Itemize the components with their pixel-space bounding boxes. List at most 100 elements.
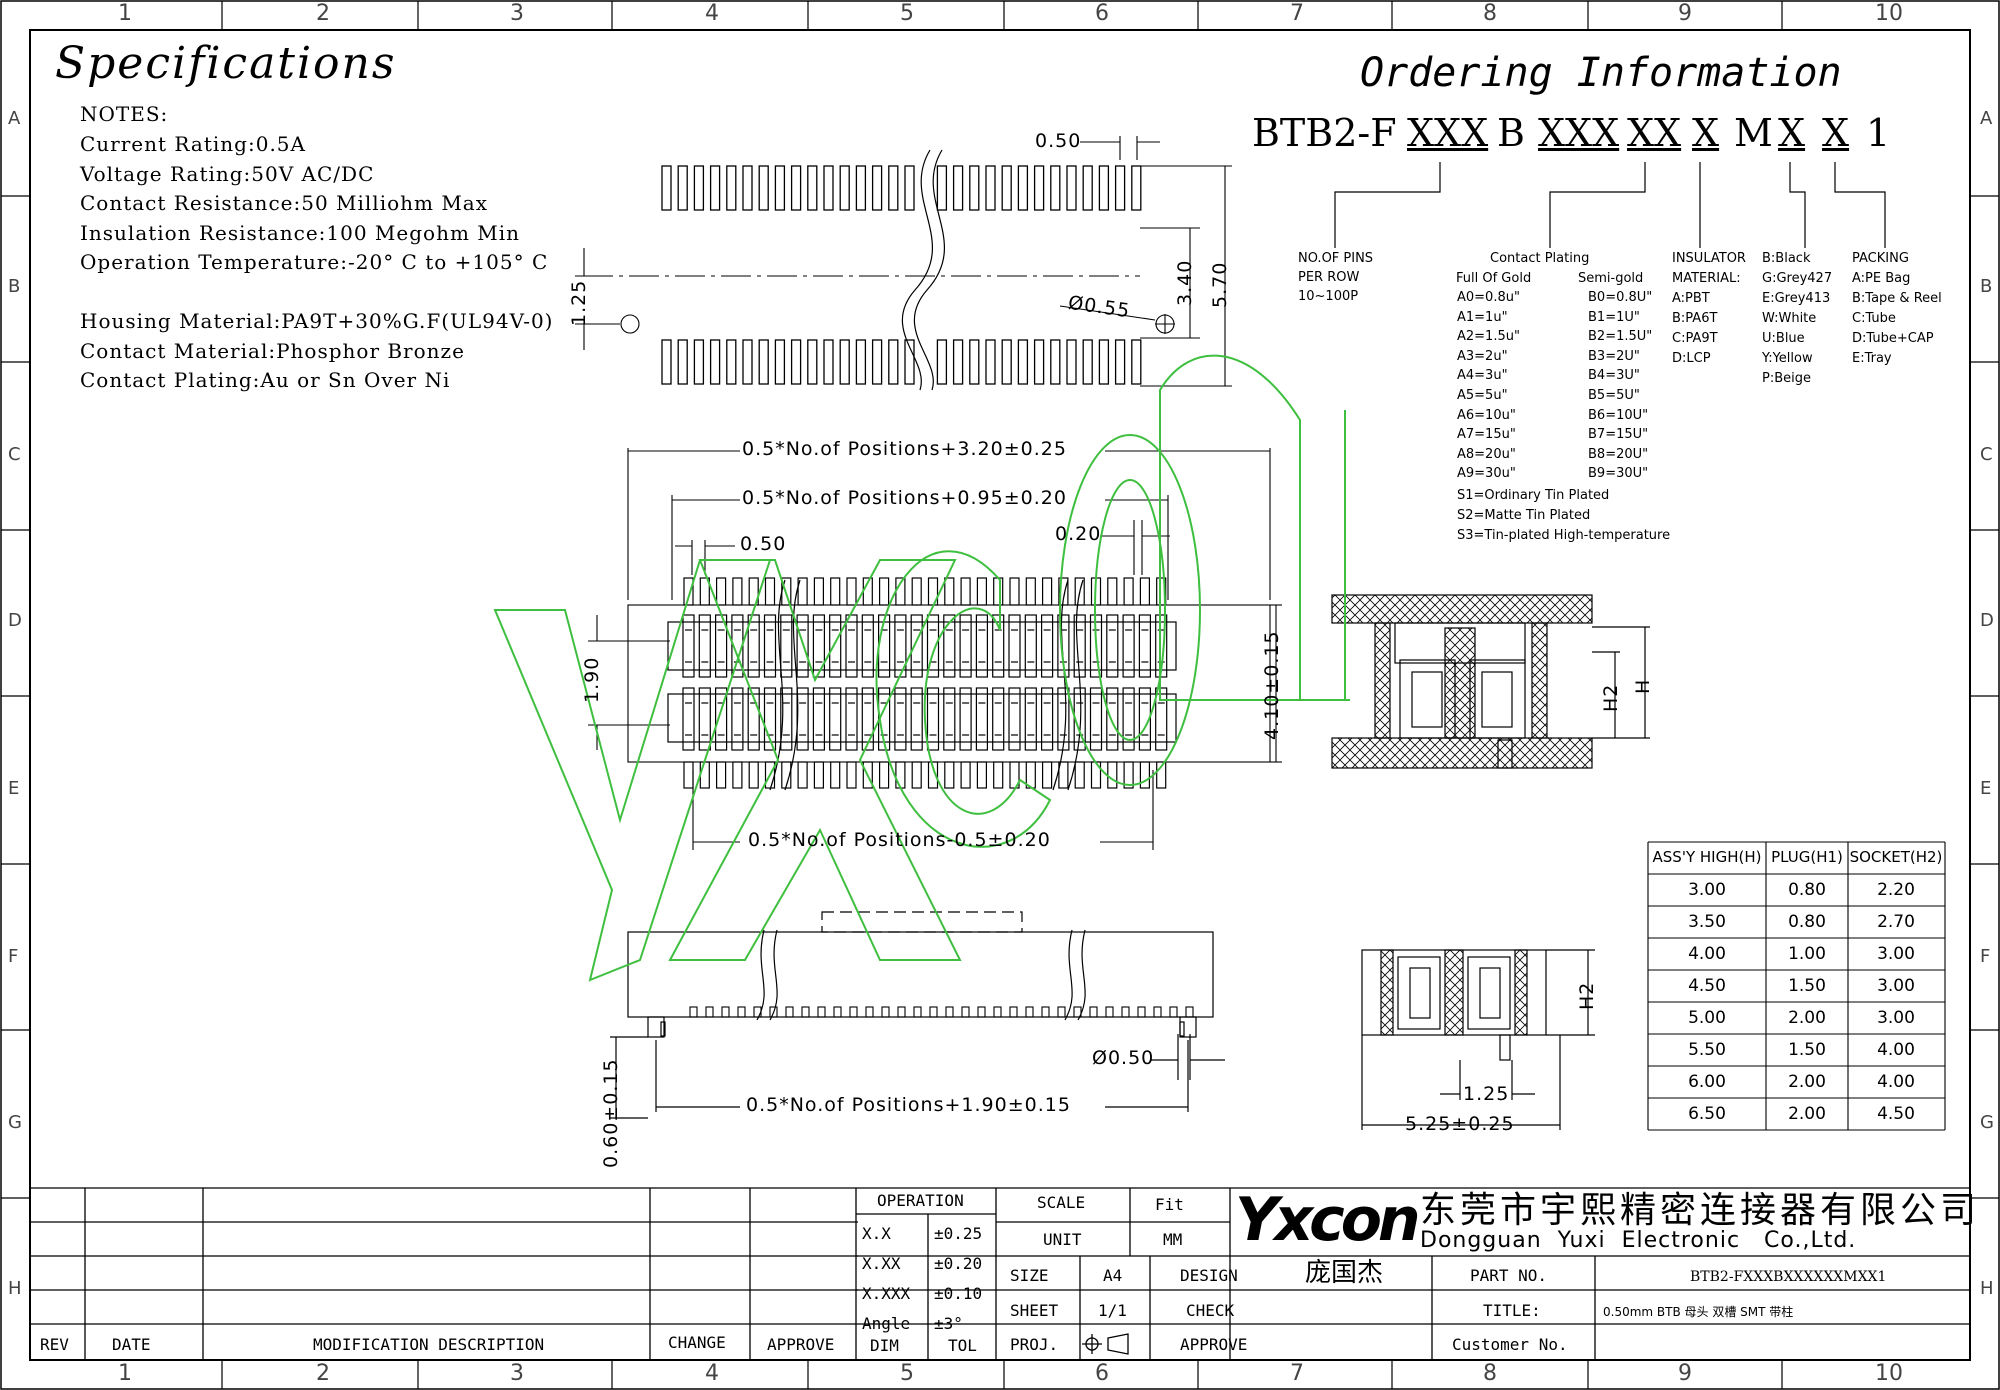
side-pin	[1137, 1006, 1146, 1018]
table-cell: 3.00	[1877, 1008, 1915, 1028]
table-header: PLUG(H1)	[1771, 848, 1843, 866]
connector-top-view	[667, 577, 1177, 791]
insulator-line: B:PA6T	[1672, 311, 1718, 326]
plating-full-header: Full Of Gold	[1456, 271, 1532, 286]
insulator-line: C:PA9T	[1672, 331, 1718, 346]
pad-bottom	[790, 339, 802, 385]
side-pin	[1057, 1006, 1066, 1018]
side-pin	[913, 1006, 922, 1018]
plating-full-line: A4=3u"	[1457, 368, 1508, 384]
side-pin	[1105, 1006, 1114, 1018]
plating-full-line: A2=1.5u"	[1457, 329, 1520, 345]
pad-bottom	[888, 339, 899, 385]
pad-bottom	[742, 339, 753, 385]
grid-row-label: D	[1980, 610, 1994, 631]
tb-title-label: TITLE:	[1483, 1301, 1541, 1320]
plating-semi-line: B2=1.5U"	[1588, 329, 1653, 345]
pad-bottom	[1001, 339, 1012, 385]
side-pin	[897, 1006, 906, 1018]
ordering-title: Ordering Information	[1360, 50, 1842, 96]
insulator-line: D:LCP	[1672, 351, 1711, 366]
dim-060: 0.60±0.15	[600, 1058, 622, 1168]
code-part: X	[1778, 111, 1806, 155]
color-line: U:Blue	[1762, 331, 1805, 346]
plating-tin-line: S3=Tin-plated High-temperature	[1457, 528, 1671, 543]
code-part: XX	[1627, 111, 1682, 155]
contact-lower	[861, 687, 874, 751]
side-pin	[1073, 1006, 1082, 1018]
grid-col-label: 10	[1875, 1361, 1903, 1386]
tb-operation: OPERATION	[877, 1191, 964, 1210]
watermark-logo	[493, 354, 1350, 982]
table-cell: 5.00	[1688, 1008, 1726, 1028]
pad-top	[726, 165, 737, 211]
pad-bottom	[758, 339, 769, 385]
grid-row-label: B	[1980, 276, 1993, 297]
tol-value: ±0.25	[934, 1224, 983, 1243]
code-part: M	[1734, 111, 1773, 155]
plating-semi-line: B9=30U"	[1588, 466, 1649, 482]
grid-col-label: 1	[118, 1, 132, 26]
contact-lower	[1138, 687, 1152, 751]
pad-top	[823, 165, 834, 211]
side-pin	[689, 1006, 698, 1018]
company-name-cn: 东莞市宇熙精密连接器有限公司	[1420, 1190, 1981, 1231]
contact-upper	[1008, 614, 1021, 678]
table-cell: 4.50	[1877, 1104, 1915, 1124]
tb-size: SIZE	[1010, 1266, 1049, 1285]
dim-pitch-2: 0.50	[740, 533, 787, 555]
contact-lower	[992, 687, 1005, 751]
insulator-line: INSULATOR	[1672, 251, 1746, 266]
side-pin	[849, 1006, 858, 1018]
table-cell: 1.50	[1788, 1040, 1826, 1060]
dim-410: 4.10±0.15	[1261, 630, 1283, 740]
packing-line: B:Tape & Reel	[1852, 291, 1942, 306]
grid-row-label: E	[1980, 778, 1992, 799]
dim-570: 5.70	[1209, 261, 1231, 308]
tb-unit: UNIT	[1043, 1230, 1082, 1249]
contact-lower	[943, 687, 956, 751]
pad-top	[936, 165, 948, 211]
contact-lower	[845, 687, 858, 751]
dim-h2: H2	[1600, 683, 1622, 712]
pad-top	[969, 165, 980, 211]
side-pin	[1185, 1006, 1194, 1018]
plating-full-line: A1=1u"	[1457, 309, 1508, 325]
insulator-line: MATERIAL:	[1672, 271, 1741, 286]
plating-tin-line: S2=Matte Tin Plated	[1457, 508, 1591, 523]
grid-row-label: H	[8, 1278, 22, 1299]
side-pin	[1089, 1006, 1098, 1018]
pad-bottom	[839, 339, 850, 385]
table-cell: 5.50	[1688, 1040, 1726, 1060]
pad-bottom	[807, 339, 818, 385]
contact-upper	[698, 614, 711, 678]
code-part: B	[1497, 111, 1525, 155]
tb-designer: 庞国杰	[1305, 1258, 1384, 1288]
side-pin	[1169, 1006, 1178, 1018]
contact-lower	[1057, 687, 1070, 751]
contact-lower	[1008, 687, 1021, 751]
pad-bottom	[677, 339, 688, 385]
grid-col-label: 1	[118, 1361, 132, 1386]
grid-row-label: H	[1980, 1278, 1994, 1299]
grid-col-label: 4	[705, 1, 719, 26]
pad-bottom	[1098, 339, 1110, 385]
dim-pitch: 0.50	[1035, 130, 1082, 152]
plating-full-line: A7=15u"	[1457, 427, 1516, 443]
grid-row-label: B	[8, 276, 21, 297]
pad-bottom	[1131, 339, 1142, 385]
contact-lower	[780, 687, 793, 751]
grid-col-label: 3	[510, 1, 524, 26]
pad-top	[742, 165, 753, 211]
tb-unit-val: MM	[1163, 1230, 1183, 1249]
plating-full-line: A9=30u"	[1457, 466, 1516, 482]
contact-upper	[1057, 614, 1070, 678]
company-logo: Yxcon	[1235, 1185, 1421, 1255]
contact-upper	[943, 614, 956, 678]
table-cell: 0.80	[1788, 880, 1826, 900]
plating-semi-header: Semi-gold	[1578, 271, 1644, 286]
contact-upper	[975, 614, 989, 678]
specifications-title: Specifications	[55, 38, 397, 89]
plating-full-line: A3=2u"	[1457, 348, 1508, 364]
